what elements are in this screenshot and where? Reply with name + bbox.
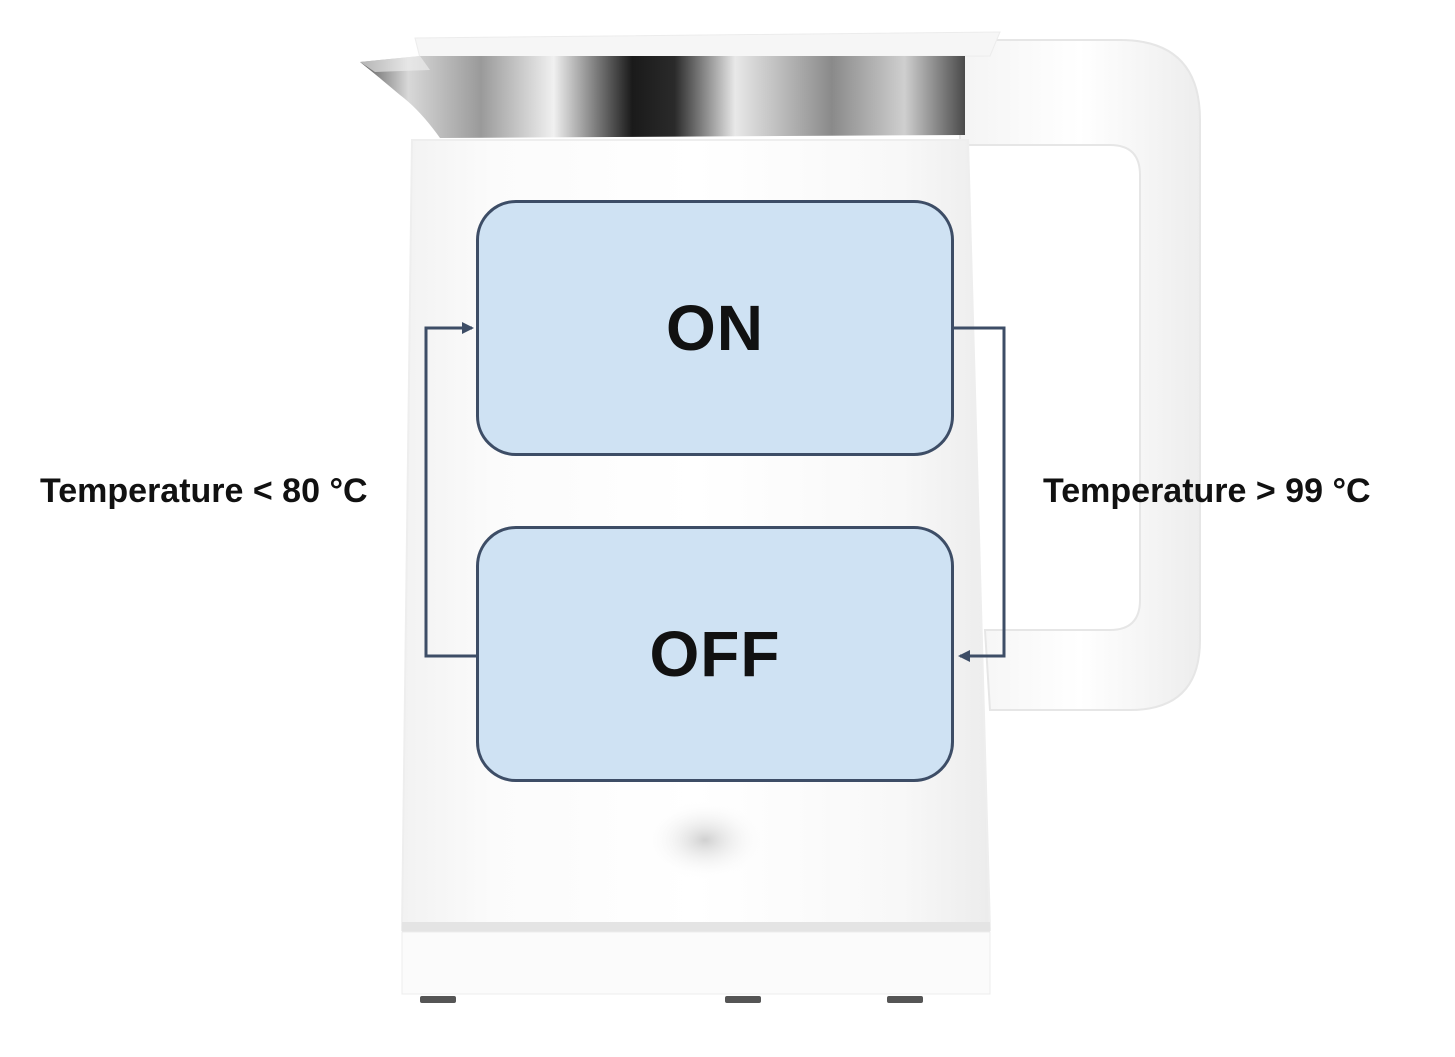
kettle-base [401,922,991,1003]
kettle-reflection [645,800,765,880]
transition-arrow-off-to-on [424,322,476,658]
transition-arrow-on-to-off [954,326,1006,662]
state-off-label: OFF [649,618,781,690]
state-on-box: ON [476,200,954,456]
kettle-lid [414,31,1001,59]
kettle-handle [959,39,1201,711]
state-off-box: OFF [476,526,954,782]
kettle-rim [360,56,965,138]
transition-label-off-to-on: Temperature < 80 °C [40,472,368,510]
transition-label-on-to-off: Temperature > 99 °C [1043,472,1371,510]
state-on-label: ON [666,292,764,364]
